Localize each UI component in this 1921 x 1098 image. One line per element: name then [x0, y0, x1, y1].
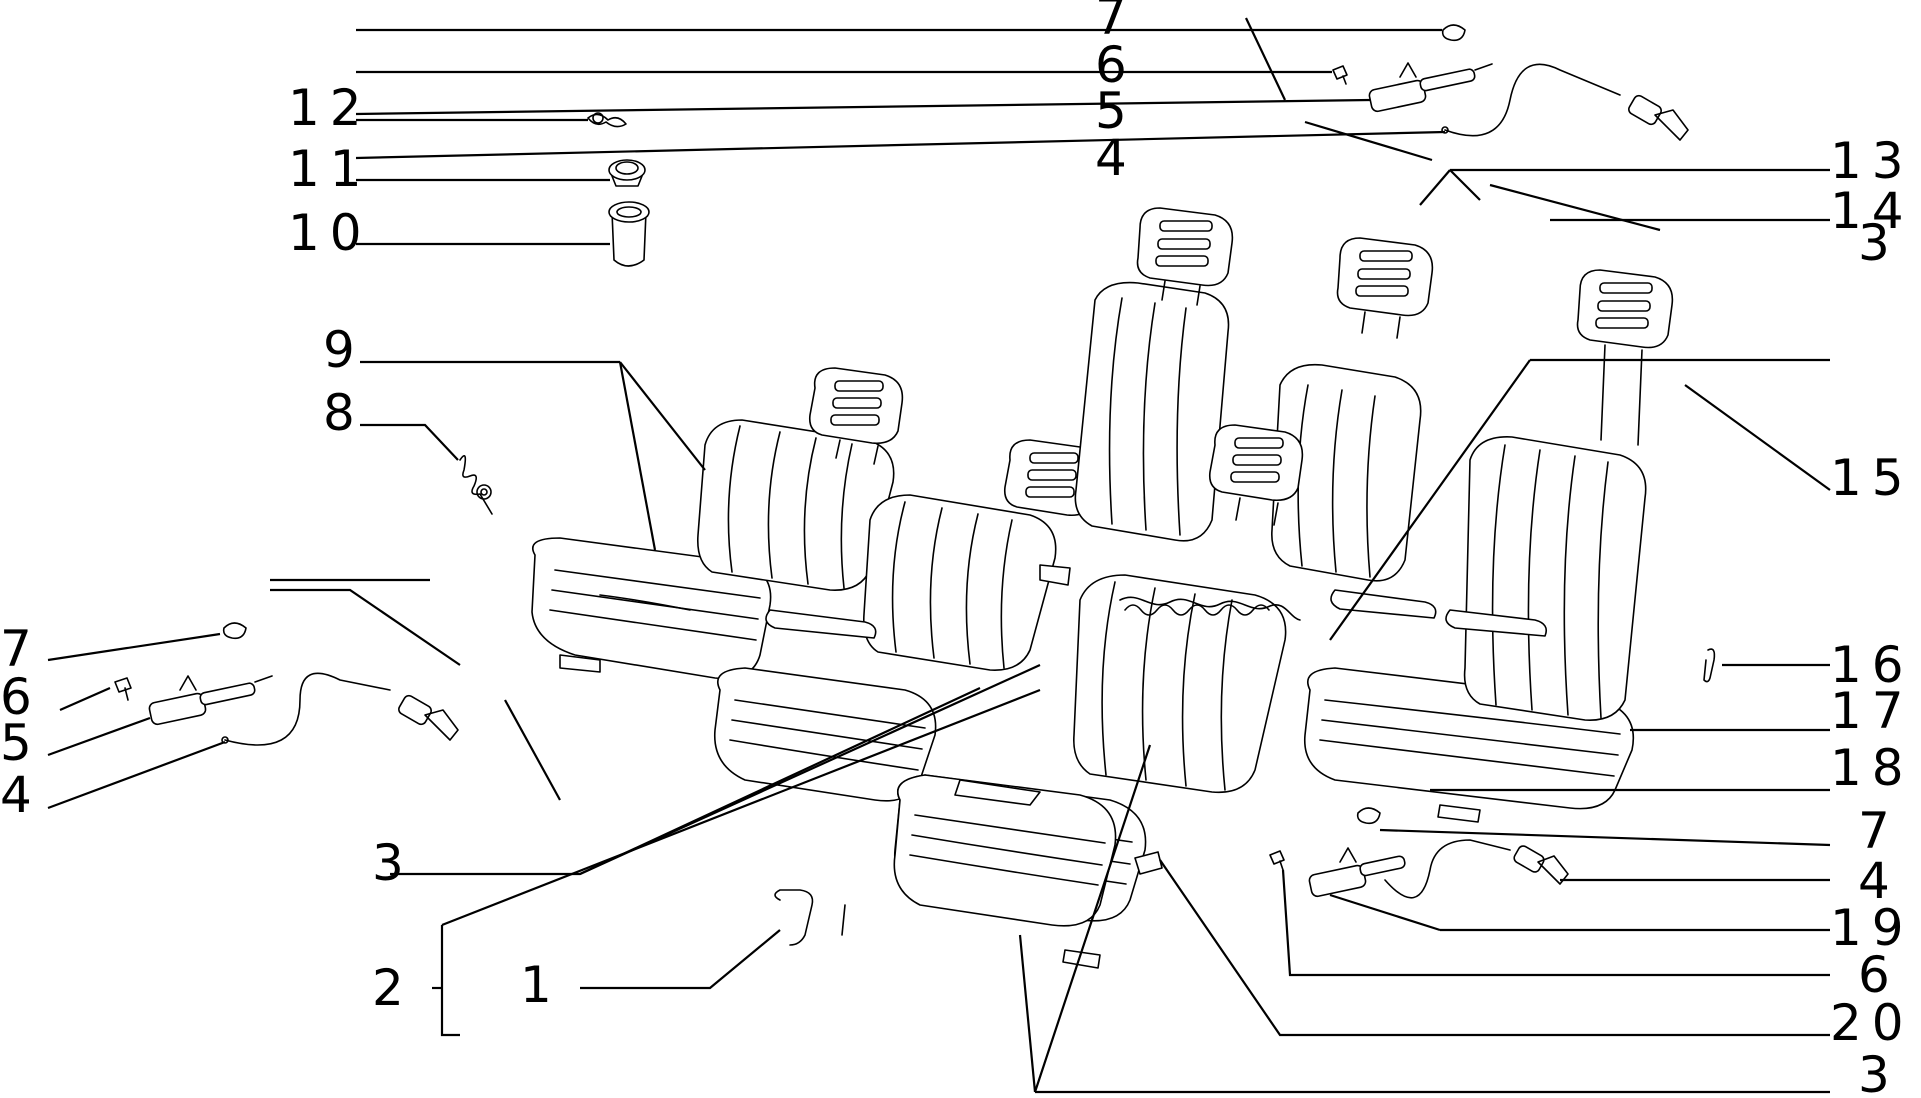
- callout-5-top: 5: [1095, 82, 1137, 140]
- bolt-part-6-right: [1269, 850, 1285, 871]
- seat-left: [531, 367, 904, 680]
- leader-lines: [47, 17, 1831, 1094]
- callout-20: 20: [1830, 994, 1914, 1052]
- callout-2: 2: [372, 959, 414, 1017]
- seat-center-rear: [1074, 207, 1234, 542]
- clip-part-7-left: [222, 622, 247, 640]
- clip-part-7-top: [1441, 24, 1466, 42]
- seat-front-bottom: [893, 774, 1117, 927]
- callout-6-right: 6: [1858, 946, 1900, 1004]
- actuator-part-19: [1308, 847, 1406, 898]
- callout-7-right: 7: [1858, 802, 1900, 860]
- clip-part-7-right: [1356, 807, 1381, 825]
- callout-3-left: 3: [372, 834, 414, 892]
- callout-3-bottom: 3: [1858, 1046, 1900, 1098]
- callout-15: 15: [1830, 449, 1914, 507]
- bolt-part-6-left: [114, 677, 132, 701]
- seat-right-front: [1304, 269, 1674, 823]
- callout-13: 13: [1830, 132, 1914, 190]
- actuator-part-5-left: [148, 675, 273, 726]
- spring-part-8: [459, 454, 493, 515]
- actuator-part-5-top: [1368, 62, 1493, 113]
- callout-3-upper-right: 3: [1858, 214, 1900, 272]
- callout-9: 9: [323, 321, 365, 379]
- callout-4-right: 4: [1858, 852, 1900, 910]
- callout-17: 17: [1830, 682, 1914, 740]
- callout-4-left: 4: [0, 766, 42, 824]
- callout-6-left: 6: [0, 668, 42, 726]
- callout-16: 16: [1830, 636, 1914, 694]
- callout-14: 14: [1830, 182, 1914, 240]
- seat-right-rear: [1271, 237, 1437, 619]
- buckle-part-20: [1134, 851, 1163, 875]
- rod-part-1: [774, 889, 846, 946]
- bushing-part-10: [608, 201, 650, 267]
- callout-12: 12: [288, 79, 372, 137]
- callout-8: 8: [323, 384, 365, 442]
- cable-part-4-right: [1384, 839, 1569, 899]
- clip-part-12: [587, 112, 627, 128]
- seat-middle-left: [713, 439, 1099, 802]
- cable-part-4-left: [221, 672, 459, 746]
- cable-part-4-top: [1441, 63, 1689, 141]
- callout-1: 1: [520, 956, 562, 1014]
- hook-part-16: [1703, 648, 1716, 683]
- callout-7-left: 7: [0, 620, 42, 678]
- callout-18: 18: [1830, 739, 1914, 797]
- callout-19: 19: [1830, 899, 1914, 957]
- callout-5-left: 5: [0, 714, 42, 772]
- callout-11: 11: [288, 140, 372, 198]
- grommet-part-11: [608, 159, 646, 187]
- callout-6-top: 6: [1095, 36, 1137, 94]
- callout-10: 10: [288, 204, 372, 262]
- callout-7-top: 7: [1095, 0, 1137, 46]
- callout-4-top: 4: [1095, 129, 1137, 187]
- bolt-part-6-top: [1332, 65, 1348, 85]
